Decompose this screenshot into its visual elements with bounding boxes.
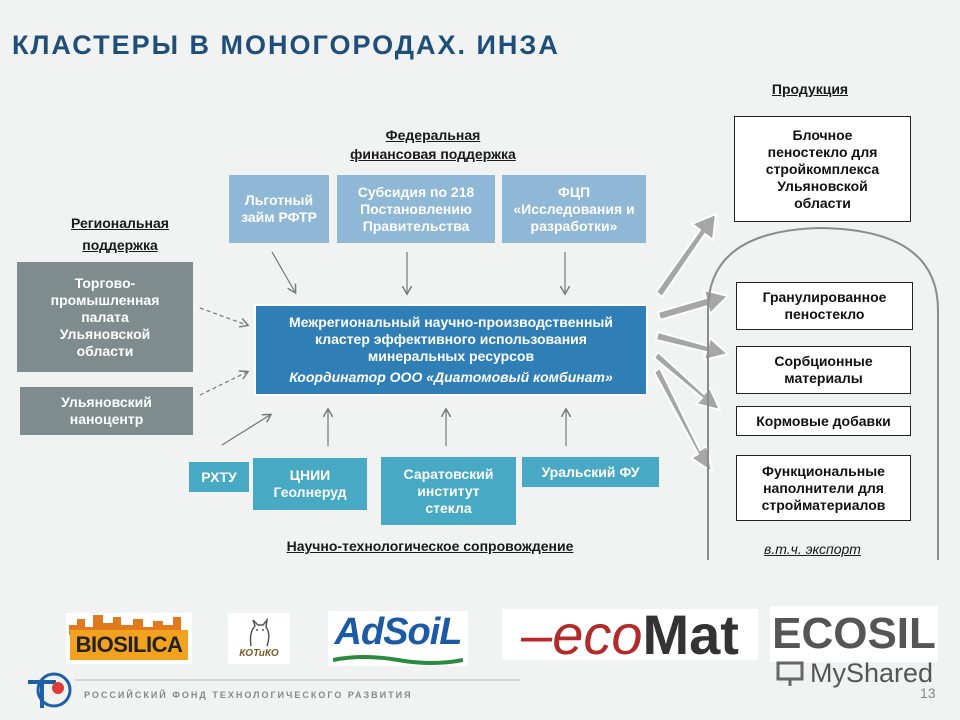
product-feed-additives: Кормовые добавки [736,406,911,436]
logo-kotiko: КОТиКО [228,613,290,664]
regional-label-line1: Региональная [71,215,169,231]
science-box-ural: Уральский ФУ [522,457,659,487]
footer-org-name: РОССИЙСКИЙ ФОНД ТЕХНОЛОГИЧЕСКОГО РАЗВИТИ… [84,690,413,700]
cluster-name: Межрегиональный научно-производственный … [289,314,613,364]
cluster-center-box: Межрегиональный научно-производственный … [254,304,648,396]
federal-label-line1: Федеральная [385,127,481,143]
ecosil-text: ECOSIL [772,609,936,658]
science-box-cnii: ЦНИИ Геолнеруд [253,458,367,510]
scientific-support-label: Научно-технологическое сопровождение [286,538,574,554]
regional-box-nanocenter: Ульяновский наноцентр [20,387,193,435]
arrow-federal-1 [271,251,295,292]
adsoil-text: AdSoiL [334,611,463,653]
ecomat-mat-text: Mat [642,603,739,666]
product-functional-fillers: Функциональные наполнители для строймате… [736,455,911,521]
ecomat-eco-text: –eco [521,603,643,666]
federal-box-subsidy: Субсидия по 218 Постановлению Правительс… [337,175,495,243]
federal-box-rftr: Льготный займ РФТР [229,175,329,243]
products-bracket [707,226,939,560]
federal-box-fcp: ФЦП «Исследования и разработки» [502,175,646,243]
product-block-foamglass: Блочное пеностекло для стройкомплекса Ул… [734,116,911,222]
logo-ecosil: ECOSIL [770,606,938,662]
myshared-text: MyShared [810,658,934,688]
adsoil-wave-icon [333,655,463,665]
science-box-saratov: Саратовский институт стекла [381,457,516,525]
logo-ecomat: –eco Mat [502,603,758,666]
myshared-watermark: MyShared [776,658,933,689]
cat-icon [249,618,270,647]
regional-label-line2: поддержка [82,237,158,253]
page-number: 13 [920,685,936,701]
product-sorption-materials: Сорбционные материалы [736,346,911,394]
regional-support-label: Региональная поддержка [40,212,200,256]
logo-biosilica: BIOSILICA [66,613,192,664]
products-label: Продукция [771,81,849,97]
arrow-science-1 [221,415,270,446]
product-granulated-foamglass: Гранулированное пеностекло [736,282,913,330]
kotiko-text: КОТиКО [239,648,279,659]
biosilica-text: BIOSILICA [69,630,189,660]
regional-box-chamber: Торгово-промышленная палата Ульяновской … [17,262,193,372]
federal-support-label: Федеральная финансовая поддержка [325,126,541,164]
rftr-footer-logo [24,668,76,717]
product-arrows [652,212,731,475]
logo-adsoil: AdSoiL [328,611,468,666]
rftr-emblem-icon [28,672,72,708]
slide-title: КЛАСТЕРЫ В МОНОГОРОДАХ. ИНЗА [12,30,560,60]
presentation-icon [776,661,804,686]
export-label: в.т.ч. экспорт [764,541,861,557]
science-box-rhtu: РХТУ [189,462,249,492]
cluster-coordinator: Координатор ООО «Диатомовый комбинат» [289,369,613,385]
federal-label-line2: финансовая поддержка [350,146,516,162]
arrow-regional-1 [199,307,247,325]
arrow-regional-2 [199,372,247,396]
